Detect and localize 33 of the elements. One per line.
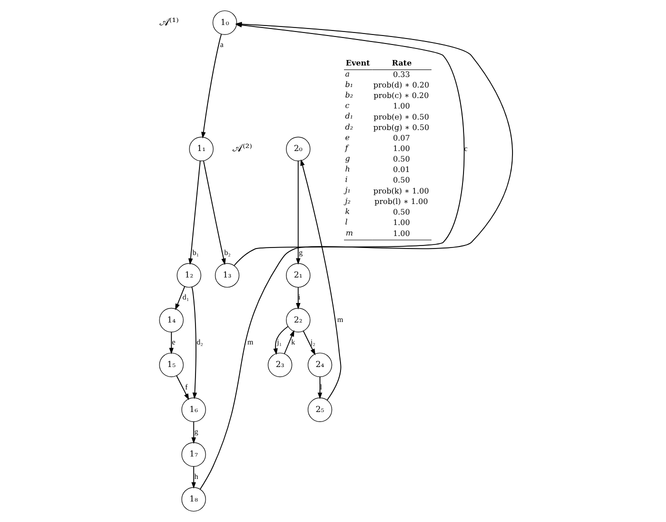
node-circle: 1₅ bbox=[158, 352, 184, 378]
arrow bbox=[317, 376, 322, 400]
arrow bbox=[190, 466, 196, 489]
node-circle: 1₀ bbox=[212, 10, 237, 35]
node-circle: 2₀ bbox=[286, 136, 310, 162]
node-circle: 1₇ bbox=[180, 442, 206, 467]
node-circle: 1₈ bbox=[180, 487, 206, 512]
arrow bbox=[295, 160, 300, 265]
arrow bbox=[168, 332, 174, 354]
node-circle: 1₄ bbox=[158, 308, 184, 332]
node-circle: 2₂ bbox=[286, 308, 310, 332]
node-circle: 1₁ bbox=[188, 136, 214, 162]
node-circle: 2₄ bbox=[307, 352, 332, 378]
node-circle: 2₅ bbox=[307, 398, 332, 422]
arrow bbox=[176, 375, 189, 400]
node-circle: 1₂ bbox=[176, 263, 201, 288]
arrow bbox=[302, 330, 315, 356]
arrow bbox=[174, 286, 185, 310]
arrow bbox=[200, 34, 222, 138]
node-circle: 2₁ bbox=[286, 263, 310, 288]
arrow bbox=[283, 330, 294, 354]
arrow bbox=[272, 326, 288, 355]
arrow bbox=[188, 160, 200, 265]
label: 𝒜⁽²⁾ bbox=[232, 142, 252, 155]
node-circle: 2₃ bbox=[267, 352, 292, 378]
label: 𝒜⁽¹⁾ bbox=[158, 16, 178, 28]
arrow bbox=[191, 286, 197, 400]
node-circle: 1₃ bbox=[214, 263, 239, 288]
arrow bbox=[202, 160, 226, 265]
arrow bbox=[300, 159, 341, 401]
arrow bbox=[190, 421, 196, 444]
arrow bbox=[295, 286, 300, 310]
node-circle: 1₆ bbox=[180, 398, 206, 422]
